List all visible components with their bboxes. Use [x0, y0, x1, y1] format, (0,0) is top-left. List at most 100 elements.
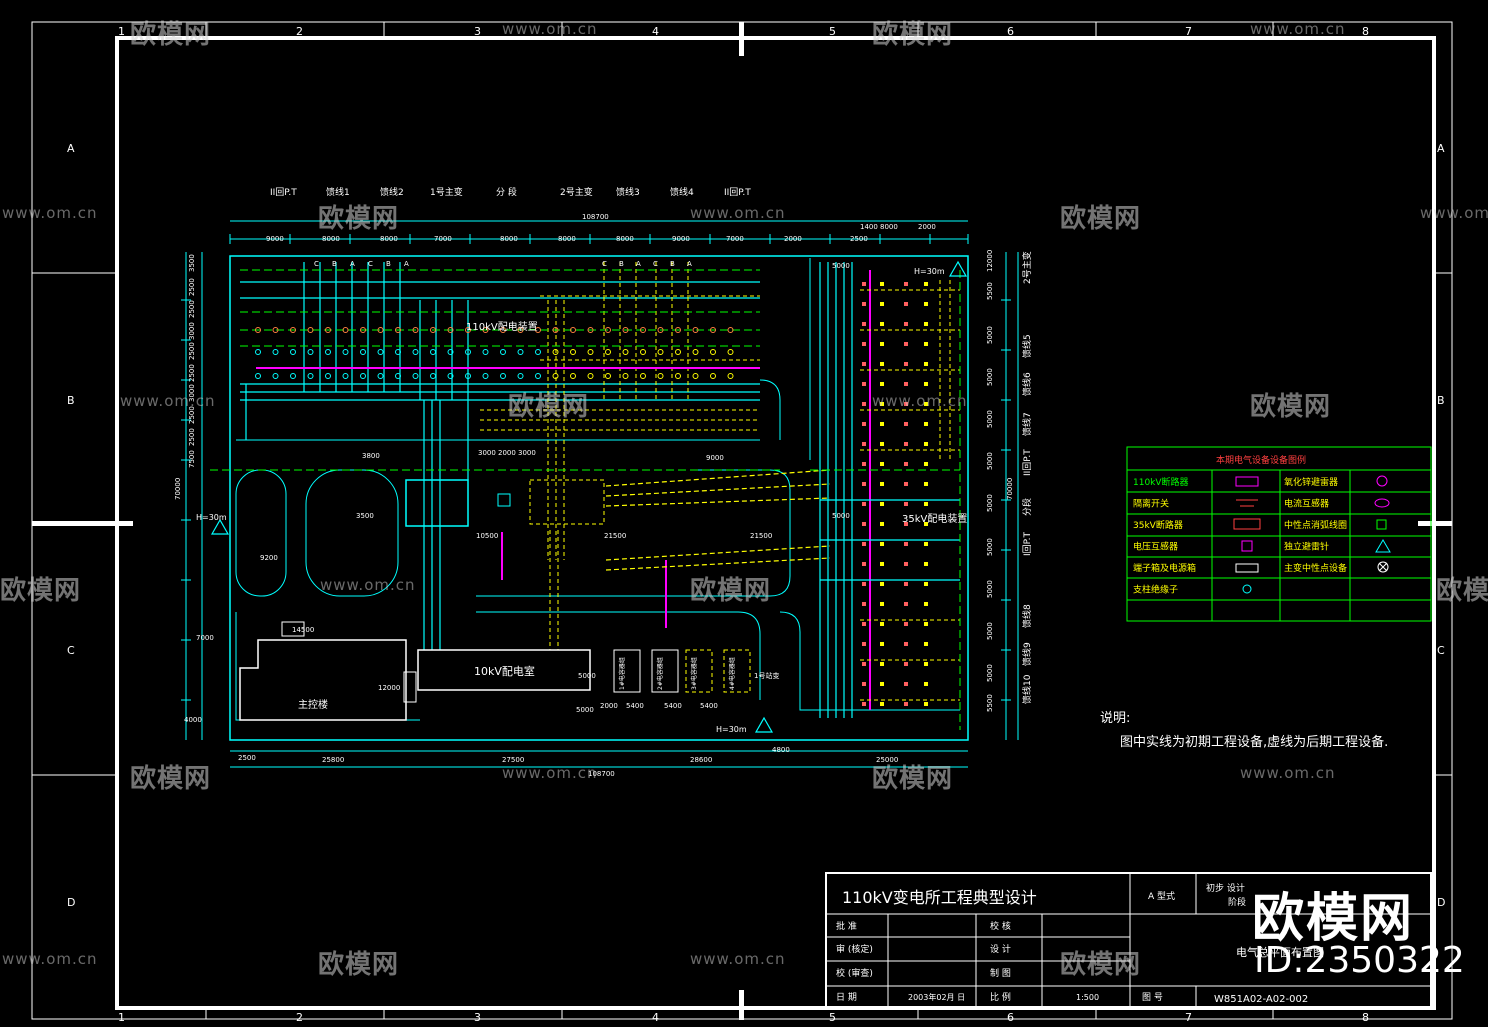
dim-right-segment: 5000 [986, 494, 994, 512]
breaker-35kv [862, 502, 866, 506]
breaker-35kv [904, 402, 908, 406]
inner-frame [115, 36, 1436, 1010]
dim-right-segment: 5000 [986, 622, 994, 640]
dim-right-segment: 5000 [986, 538, 994, 556]
breaker-35kv [862, 342, 866, 346]
watermark-url: www.om.cn [502, 764, 598, 782]
breaker-35kv [924, 682, 928, 686]
capacitor-room-2 [651, 649, 679, 693]
row-label: D [67, 896, 75, 909]
dim-misc: 3800 [362, 452, 380, 460]
capacitor-room-label: 2#电容器组 [656, 657, 664, 690]
breaker-110kv [325, 327, 331, 333]
right-bay-label: 馈线8 [1021, 604, 1033, 628]
bay-label: 馈线1 [326, 186, 350, 198]
dim-top-right-segment: 2000 [918, 223, 936, 231]
row-label: A [1437, 142, 1445, 155]
right-bay-label: 馈线6 [1021, 372, 1033, 396]
breaker-35kv [924, 322, 928, 326]
breaker-110kv [622, 327, 629, 333]
breaker-110kv [570, 349, 576, 355]
bay-label: II回P.T [270, 187, 297, 198]
breaker-35kv [924, 502, 928, 506]
breaker-35kv [904, 602, 908, 606]
breaker-35kv [880, 682, 884, 686]
breaker-110kv [395, 327, 401, 333]
tb-left-labels: 批 准审 (核定)校 (审查)日 期 [836, 920, 873, 1003]
capacitor-room-label: 4#电容器组 [728, 657, 736, 690]
watermark-url: www.om.cn [690, 204, 786, 222]
phase-letter: B [332, 260, 337, 268]
breaker-110kv [360, 327, 366, 333]
dim-misc: 21500 [750, 532, 772, 540]
breaker-35kv [924, 362, 928, 366]
tb-left-label: 批 准 [836, 920, 857, 932]
breaker-35kv [880, 702, 884, 706]
breaker-35kv [862, 662, 866, 666]
tb-drawing-no: W851A02-A02-002 [1214, 994, 1308, 1005]
bay-label: 馈线2 [380, 186, 404, 198]
bay-label: 馈线3 [616, 186, 640, 198]
breaker-35kv [924, 482, 928, 486]
breaker-35kv [862, 482, 866, 486]
right-bay-label: 分段 [1021, 498, 1033, 516]
watermark-url: www.om.cn [1240, 764, 1336, 782]
dim-misc: 3000 [518, 449, 536, 457]
row-label: C [1437, 644, 1445, 657]
dim-left-segment: 3000 [188, 384, 196, 402]
dim-misc: 3500 [356, 512, 374, 520]
watermark-url: www.om.cn [2, 204, 98, 222]
breaker-35kv [880, 542, 884, 546]
breaker-110kv [587, 349, 594, 355]
dim-left-segment: 2500 [188, 342, 196, 360]
breaker-110kv [500, 327, 506, 333]
breaker-35kv [904, 482, 908, 486]
column-label: 8 [1362, 25, 1369, 38]
legend-item: 端子箱及电源箱 [1133, 562, 1196, 574]
breaker-110kv [412, 373, 419, 379]
column-label: 5 [829, 1011, 836, 1024]
breaker-35kv [862, 362, 866, 366]
dim-top-segment: 8000 [558, 235, 576, 243]
column-label: 3 [474, 25, 481, 38]
watermark-url: www.om.cn [120, 392, 216, 410]
bay-35kv-future [860, 280, 960, 701]
phase-letter: A [687, 260, 692, 268]
breaker-35kv [904, 622, 908, 626]
breaker-110kv [307, 327, 314, 333]
capacitor-room-4 [723, 649, 751, 693]
column-label: 1 [118, 25, 125, 38]
breaker-35kv [862, 682, 866, 686]
breaker-35kv [880, 422, 884, 426]
column-label: 2 [296, 1011, 303, 1024]
legend-item: 电压互感器 [1133, 541, 1178, 553]
breaker-35kv [880, 462, 884, 466]
breaker-35kv [880, 362, 884, 366]
legend-item: 独立避雷针 [1284, 541, 1329, 553]
tb-drawing-name: 电气总平面布置图 [1236, 945, 1324, 959]
watermark-brand: 欧模网 [1250, 392, 1332, 422]
connections-to-35kv [605, 469, 831, 571]
breaker-110kv [500, 373, 506, 379]
bay-110kv-future [480, 262, 760, 650]
tb-left-label: 校 (审查) [836, 967, 873, 979]
breaker-35kv [924, 562, 928, 566]
breaker-110kv [622, 373, 629, 379]
dim-misc: 10500 [476, 532, 498, 540]
dim-misc: 12000 [378, 684, 400, 692]
area-label-110kv: 110kV配电装置 [466, 320, 538, 333]
bay-35kv-initial [819, 262, 960, 718]
breaker-110kv [272, 349, 279, 355]
breaker-110kv [255, 373, 261, 379]
breaker-35kv [924, 282, 928, 286]
capacitor-room-label: 1#电容器组 [618, 657, 626, 690]
tb-mid-label: 校 核 [990, 920, 1011, 932]
breaker-110kv [605, 349, 611, 355]
dim-top-segment: 9000 [266, 235, 284, 243]
breaker-110kv [640, 327, 646, 333]
center-mark-bottom [739, 990, 744, 1020]
legend-title: 本期电气设备设备图例 [1216, 454, 1306, 466]
dim-right-segment: 5000 [986, 452, 994, 470]
